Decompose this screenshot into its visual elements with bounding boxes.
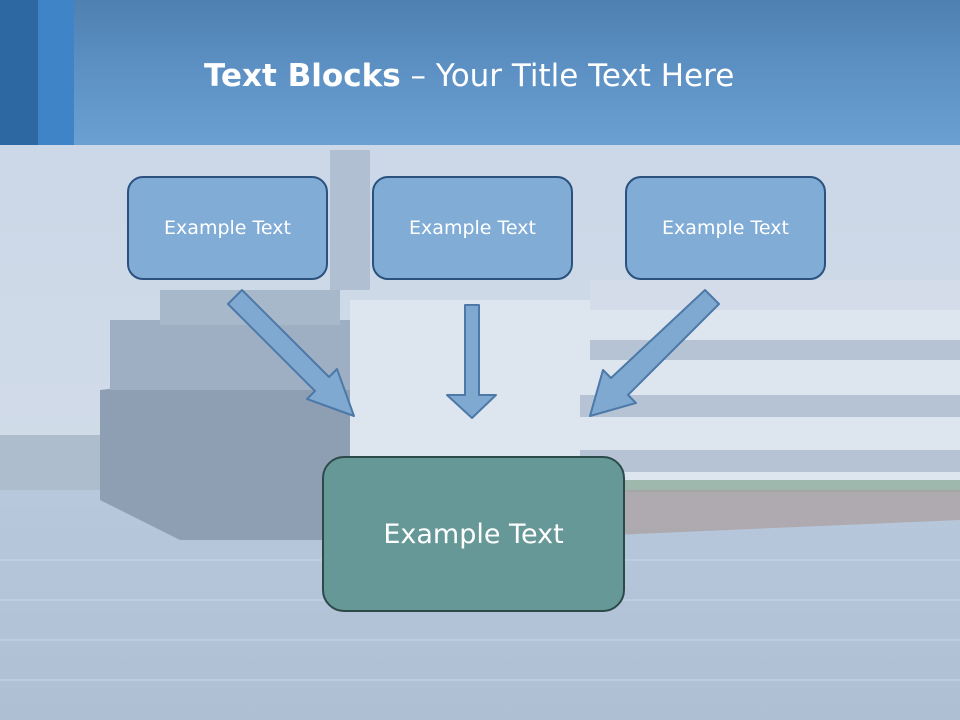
text-block-2-label: Example Text bbox=[409, 217, 536, 239]
accent-stripe-dark bbox=[0, 0, 38, 145]
slide-title-bold: Text Blocks bbox=[204, 58, 401, 94]
result-text-block-label: Example Text bbox=[383, 518, 564, 550]
result-text-block[interactable]: Example Text bbox=[322, 456, 625, 612]
text-block-3-label: Example Text bbox=[662, 217, 789, 239]
text-block-1-label: Example Text bbox=[164, 217, 291, 239]
text-block-2[interactable]: Example Text bbox=[372, 176, 573, 280]
title-bar bbox=[0, 0, 960, 145]
slide-title-dash: – bbox=[400, 58, 436, 94]
slide-title-rest: Your Title Text Here bbox=[435, 58, 735, 94]
text-block-3[interactable]: Example Text bbox=[625, 176, 826, 280]
slide-title[interactable]: Text Blocks – Your Title Text Here bbox=[204, 54, 734, 98]
accent-stripe-light bbox=[38, 0, 74, 145]
text-block-1[interactable]: Example Text bbox=[127, 176, 328, 280]
